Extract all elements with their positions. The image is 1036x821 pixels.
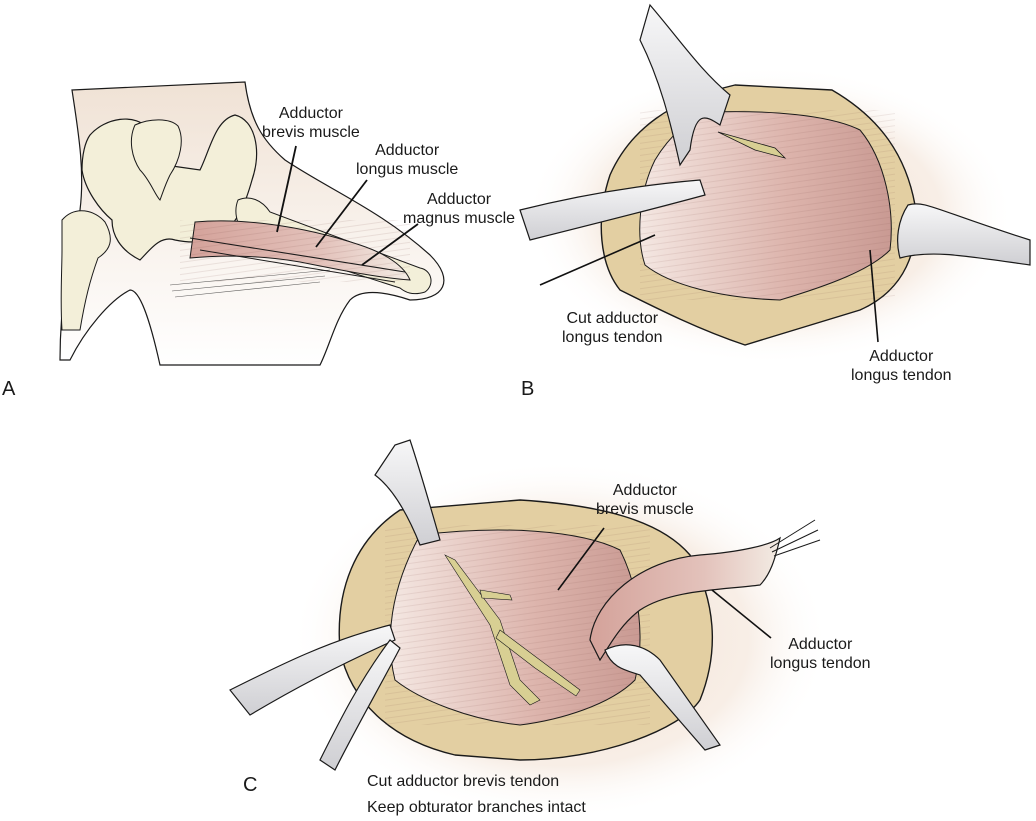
reflected-longus-tendon-c — [589, 536, 781, 662]
panel-label-c: C — [243, 774, 258, 796]
label-line: Adductor — [869, 348, 934, 365]
label-line: magnus muscle — [403, 210, 516, 227]
label-line: longus tendon — [562, 329, 663, 346]
caption-line-cut-brevis: Cut adductor brevis tendon — [367, 773, 560, 790]
label-b-cut-adductor-longus-tendon: Cut adductor longus tendon — [562, 309, 663, 347]
sacrum-bone — [130, 119, 182, 201]
panel-label-b: B — [521, 378, 535, 400]
obturator-nerve-branches-c — [444, 554, 581, 706]
label-line: Adductor — [278, 105, 343, 122]
leader-lines-b — [539, 234, 879, 343]
retractor-right-c — [604, 644, 721, 751]
label-line: longus tendon — [851, 367, 952, 384]
leader-lines-c — [557, 527, 772, 639]
label-a-adductor-magnus: Adductor magnus muscle — [403, 190, 515, 228]
label-line: Adductor — [375, 142, 440, 159]
retractor-top-c — [374, 439, 441, 546]
panel-b-illustration — [519, 3, 1031, 365]
label-line: longus tendon — [770, 655, 871, 672]
retractor-top-b — [639, 3, 731, 167]
retractor-right-b — [897, 203, 1031, 266]
panel-a-illustration — [59, 81, 445, 366]
label-a-adductor-brevis: Adductor brevis muscle — [262, 104, 360, 142]
label-line: Adductor — [788, 636, 853, 653]
label-c-adductor-brevis: Adductor brevis muscle — [596, 481, 694, 519]
forceps-c — [229, 624, 396, 716]
obturator-nerve-b — [717, 131, 787, 159]
suture-threads-c — [769, 519, 821, 557]
label-line: longus muscle — [356, 161, 459, 178]
femur-left — [60, 210, 111, 331]
forceps-b — [519, 179, 706, 241]
label-line: brevis muscle — [596, 501, 694, 518]
leader-lines-a — [276, 145, 419, 266]
label-c-adductor-longus-tendon: Adductor longus tendon — [770, 635, 871, 673]
panel-c-caption: Cut adductor brevis tendon Keep obturato… — [367, 769, 586, 821]
label-b-adductor-longus-tendon: Adductor longus tendon — [851, 347, 952, 385]
panel-label-a: A — [2, 378, 16, 400]
fascia-lines — [169, 269, 331, 298]
panel-c-illustration — [229, 439, 830, 817]
label-line: Adductor — [427, 191, 492, 208]
label-a-adductor-longus: Adductor longus muscle — [356, 141, 458, 179]
caption-line-keep-obturator: Keep obturator branches intact — [367, 799, 586, 816]
label-line: Cut adductor — [566, 310, 659, 327]
forceps-lower-c — [319, 639, 401, 771]
label-line: brevis muscle — [262, 124, 360, 141]
label-line: Adductor — [612, 482, 677, 499]
